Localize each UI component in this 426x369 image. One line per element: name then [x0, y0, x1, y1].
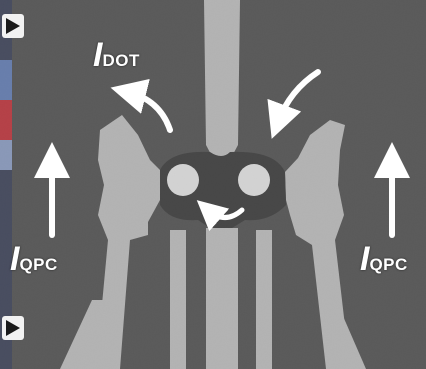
label-i-qpc-left: IQPC	[10, 240, 58, 279]
play-triangle-icon[interactable]	[2, 316, 24, 340]
label-i-dot: IDOT	[93, 36, 140, 75]
label-i-qpc-right: IQPC	[360, 240, 408, 279]
label-subscript: QPC	[369, 255, 407, 274]
play-triangle-icon[interactable]	[2, 14, 24, 38]
label-subscript: DOT	[102, 51, 139, 70]
label-subscript: QPC	[19, 255, 57, 274]
